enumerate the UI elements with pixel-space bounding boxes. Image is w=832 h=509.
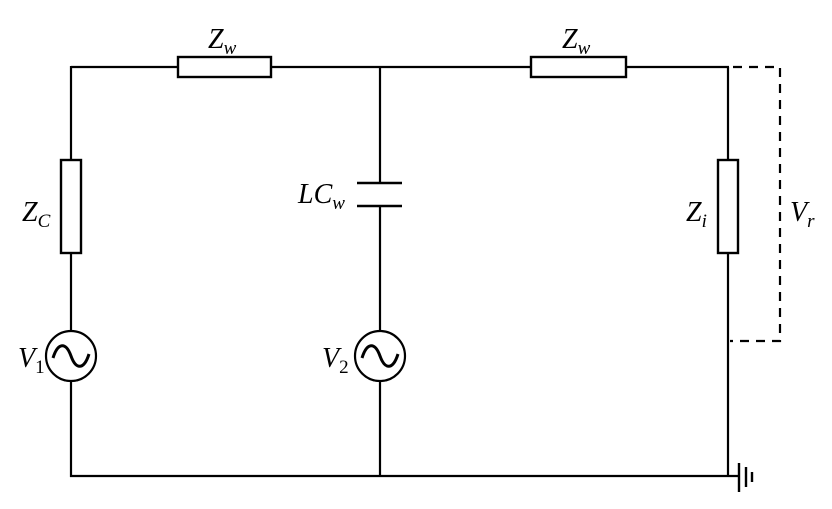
resistor-zw-left [176,55,273,79]
ac-voltage-source-icon [44,329,98,383]
label-zc: ZC [22,197,51,232]
label-zi: Zi [686,197,707,232]
resistor-zc [59,158,83,255]
label-v2: V2 [322,343,349,378]
label-lcw: LCw [297,179,345,214]
label-v1: V1 [18,343,45,378]
sine-wave-icon [51,344,91,368]
label-zw-left: Zw [208,24,237,59]
capacitor-lcw [357,181,402,208]
label-vr: Vr [790,197,815,232]
label-zw-right: Zw [562,24,591,59]
resistor-zi [716,158,740,255]
sine-wave-icon [360,344,400,368]
ground-icon [737,463,754,492]
wires [69,65,740,478]
resistor-zw-right [529,55,628,79]
ac-voltage-source-icon [353,329,407,383]
vr-measurement-dashed-line [730,65,782,343]
